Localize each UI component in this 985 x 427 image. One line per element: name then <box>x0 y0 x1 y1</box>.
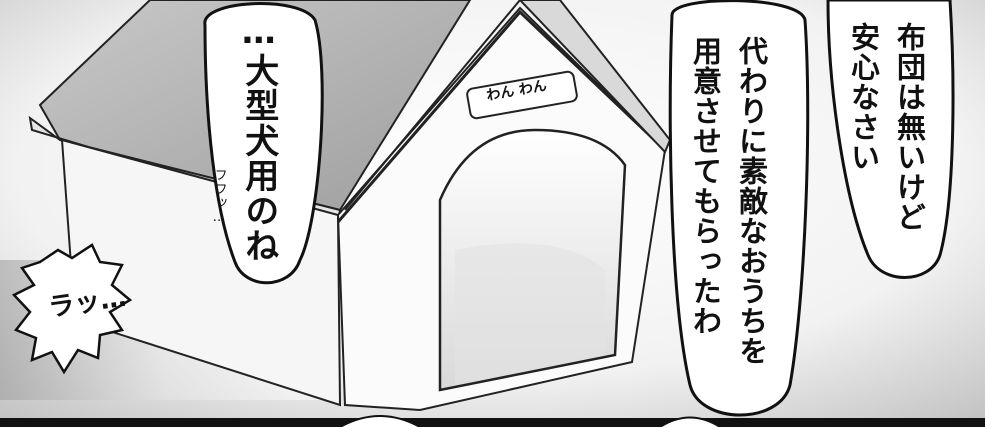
speech-bubble-large-dog <box>203 2 324 285</box>
sfx-burst-bubble <box>11 243 133 375</box>
speech-large-dog: …大型犬用のね <box>238 12 279 263</box>
speech-house-line1: 代わりに素敵なおうちを <box>734 36 769 366</box>
speech-house-line2: 用意させてもらったわ <box>688 36 723 336</box>
speech-futon-line1: 布団は無いけど <box>892 22 927 232</box>
speech-bubble-futon <box>826 0 955 279</box>
panel-border-bottom <box>0 418 985 427</box>
sfx-small-laugh: フフッ… <box>211 168 227 226</box>
doghouse-sign <box>466 70 578 120</box>
speech-futon-line2: 安心なさい <box>846 22 881 172</box>
speech-bubble-house <box>668 0 810 417</box>
